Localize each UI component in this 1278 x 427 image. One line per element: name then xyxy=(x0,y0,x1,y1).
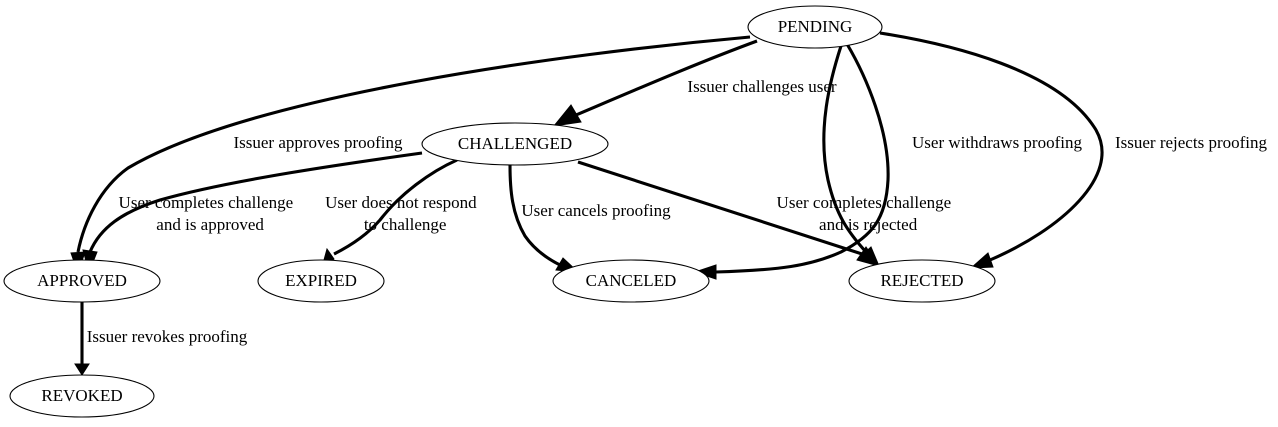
node-revoked-ellipse xyxy=(9,374,155,418)
edge-path-challenged-rejected xyxy=(577,160,863,256)
edge-challenged-to-rejected[interactable] xyxy=(577,160,881,267)
edge-path-challenged-approved xyxy=(88,151,423,253)
arrowhead-rejected-c xyxy=(856,246,881,267)
node-challenged-label: CHALLENGED xyxy=(458,134,572,153)
node-revoked[interactable]: REVOKED xyxy=(9,374,155,418)
node-pending-ellipse xyxy=(747,5,883,49)
edge-path-pending-canceled xyxy=(715,43,890,274)
node-approved[interactable]: APPROVED xyxy=(3,259,161,303)
node-rejected-label: REJECTED xyxy=(880,271,963,290)
edge-label-line: to challenge xyxy=(364,215,447,234)
edge-group xyxy=(70,31,1104,376)
node-expired[interactable]: EXPIRED xyxy=(257,259,385,303)
edge-path-challenged-canceled xyxy=(508,164,561,267)
edge-path-pending-rejected xyxy=(822,45,868,254)
edge-label-line: and is approved xyxy=(156,215,264,234)
edge-label-approved-revoked: Issuer revokes proofing xyxy=(87,327,248,346)
edge-label-line: User completes challenge xyxy=(119,193,294,212)
edge-label-line: User does not respond xyxy=(325,193,477,212)
edge-label-pending-rejected: User withdraws proofing xyxy=(912,133,1082,152)
node-rejected[interactable]: REJECTED xyxy=(848,259,996,303)
node-approved-label: APPROVED xyxy=(37,271,127,290)
edge-label-pending-approved: Issuer approves proofing xyxy=(233,133,403,152)
node-expired-label: EXPIRED xyxy=(285,271,357,290)
edge-path-pending-rejected-alt xyxy=(879,31,1104,262)
node-canceled-ellipse xyxy=(552,259,710,303)
edge-path-pending-challenged xyxy=(575,39,758,117)
edge-label-challenged-expired: User does not respond to challenge xyxy=(325,193,515,234)
edge-label-pending-rejected-alt: Issuer rejects proofing xyxy=(1115,133,1268,152)
edge-label-line: and is rejected xyxy=(819,215,918,234)
node-pending-label: PENDING xyxy=(778,17,853,36)
node-group: PENDING CHALLENGED APPROVED EXPIRED CANC… xyxy=(3,5,996,418)
edge-path-challenged-expired xyxy=(333,158,458,256)
node-rejected-ellipse xyxy=(848,259,996,303)
edge-approved-to-revoked[interactable] xyxy=(74,302,90,376)
node-approved-ellipse xyxy=(3,259,161,303)
edge-pending-to-challenged[interactable] xyxy=(552,39,758,127)
edge-label-pending-canceled: User cancels proofing xyxy=(521,201,671,220)
edge-label-group: Issuer challenges user Issuer approves p… xyxy=(87,77,1268,346)
node-canceled[interactable]: CANCELED xyxy=(552,259,710,303)
arrowhead-rejected-b xyxy=(969,252,994,269)
arrowhead-challenged xyxy=(552,104,582,127)
edge-label-pending-challenged: Issuer challenges user xyxy=(687,77,837,96)
node-canceled-label: CANCELED xyxy=(586,271,677,290)
node-pending[interactable]: PENDING xyxy=(747,5,883,49)
node-revoked-label: REVOKED xyxy=(41,386,122,405)
node-expired-ellipse xyxy=(257,259,385,303)
edge-challenged-to-approved[interactable] xyxy=(82,151,423,274)
arrowhead-revoked xyxy=(74,363,90,376)
edge-label-challenged-approved: User completes challenge and is approved xyxy=(119,193,332,234)
edge-label-line: User completes challenge xyxy=(777,193,952,212)
edge-pending-to-rejected-alt[interactable] xyxy=(879,31,1104,269)
node-challenged[interactable]: CHALLENGED xyxy=(421,122,609,166)
node-challenged-ellipse xyxy=(421,122,609,166)
edge-label-challenged-rejected: User completes challenge and is rejected xyxy=(777,193,990,234)
edge-path-pending-approved xyxy=(76,35,751,253)
